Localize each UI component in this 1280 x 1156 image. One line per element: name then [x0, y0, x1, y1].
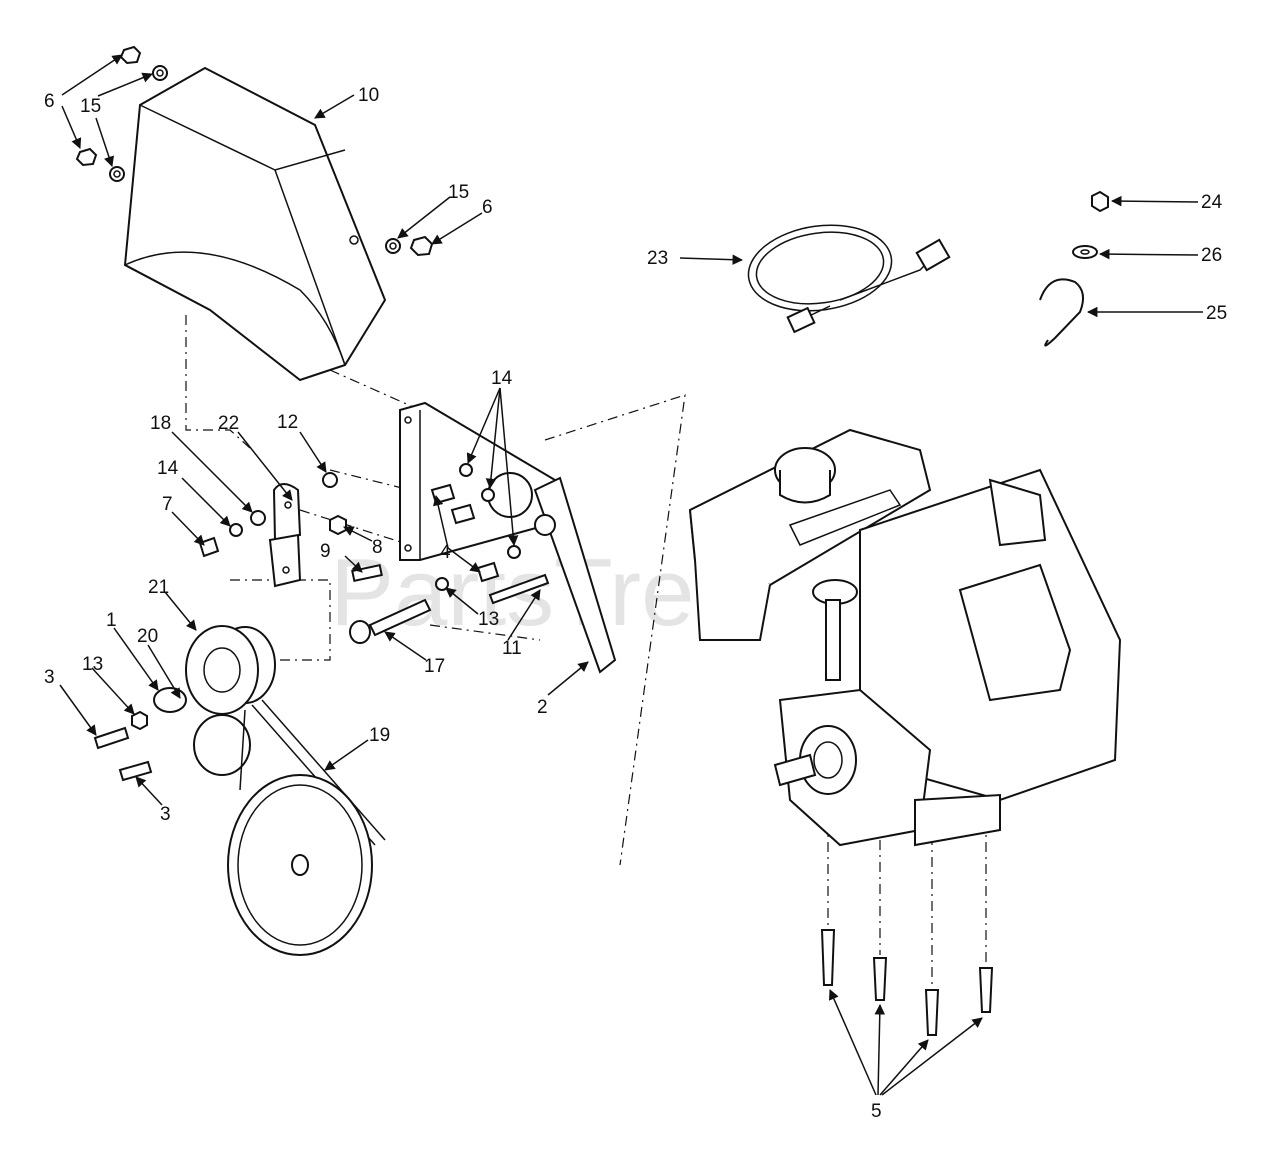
- callout-9: 9: [320, 541, 331, 562]
- callout-11: 11: [502, 638, 522, 659]
- callout-13: 13: [82, 654, 103, 675]
- callout-3: 3: [160, 804, 171, 825]
- callout-4: 4: [440, 542, 451, 563]
- extension-cord-part: [747, 224, 951, 334]
- callout-24: 24: [1201, 192, 1223, 213]
- callout-7: 7: [162, 494, 173, 515]
- callout-17: 17: [424, 656, 445, 677]
- callout-10: 10: [358, 85, 379, 106]
- callout-18: 18: [150, 413, 171, 434]
- idler-bracket-part: [268, 483, 302, 588]
- callout-5: 5: [871, 1101, 882, 1122]
- callout-23: 23: [647, 248, 668, 269]
- callout-15: 15: [80, 96, 101, 117]
- callout-20: 20: [137, 626, 158, 647]
- leader-lines: [59, 54, 1203, 1096]
- callout-15: 15: [448, 182, 469, 203]
- belt-cover-part: [123, 66, 387, 382]
- callout-8: 8: [372, 537, 383, 558]
- callout-2: 2: [537, 697, 548, 718]
- callout-25: 25: [1206, 303, 1227, 324]
- pulley-assembly: [93, 625, 276, 782]
- callout-14: 14: [157, 458, 179, 479]
- callout-1: 1: [106, 610, 117, 631]
- callout-6: 6: [44, 91, 55, 112]
- callout-13: 13: [478, 609, 499, 630]
- handle-hardware: [1039, 190, 1109, 347]
- engine-bolts: [820, 929, 994, 1036]
- callout-21: 21: [148, 577, 169, 598]
- alignment-lines: [185, 315, 987, 985]
- callout-3: 3: [44, 667, 55, 688]
- engine-part: [688, 428, 1122, 847]
- callout-6: 6: [482, 197, 493, 218]
- callout-26: 26: [1201, 245, 1222, 266]
- callout-12: 12: [277, 412, 298, 433]
- callout-19: 19: [369, 725, 390, 746]
- callout-14: 14: [491, 368, 513, 389]
- callout-22: 22: [218, 413, 239, 434]
- drive-belt-part: [227, 699, 386, 956]
- idler-hardware: [198, 472, 550, 644]
- cover-hardware: [75, 45, 434, 257]
- callout-labels: 6 15 10 15 6 23 24 26 25 14 18 22 12 14 …: [44, 85, 1227, 1122]
